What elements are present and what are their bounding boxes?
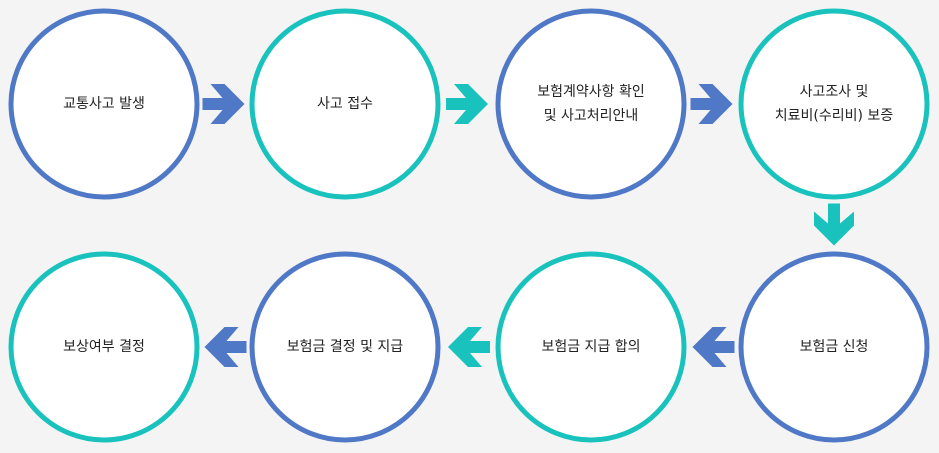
arrow-right-icon: [202, 84, 245, 124]
step-circle: [738, 251, 930, 443]
step-label: 보험금 결정 및 지급: [286, 339, 404, 355]
step-circle: [249, 251, 441, 443]
step-circle: [495, 251, 687, 443]
step-circle: [249, 8, 441, 200]
step-label: 보험금 신청: [799, 339, 869, 355]
arrow-right-icon: [446, 84, 488, 124]
arrow-left-icon: [204, 327, 247, 367]
step-label: 사고조사 및 치료비(수리비) 보증: [774, 84, 894, 124]
arrow-left-icon: [448, 327, 490, 367]
arrow-right-icon: [690, 84, 733, 124]
arrow-down-icon: [814, 203, 854, 246]
step-label: 보상여부 결정: [63, 339, 145, 355]
arrow-left-icon: [692, 327, 735, 367]
step-circle: [8, 8, 200, 200]
step-circle: [738, 8, 930, 200]
step-label: 보험금 지급 합의: [541, 339, 641, 355]
step-circle: [495, 8, 687, 200]
step-label: 사고 접수: [317, 96, 373, 112]
step-circle: [8, 251, 200, 443]
step-label: 보험계약사항 확인 및 사고처리안내: [537, 84, 645, 124]
step-label: 교통사고 발생: [63, 96, 145, 112]
